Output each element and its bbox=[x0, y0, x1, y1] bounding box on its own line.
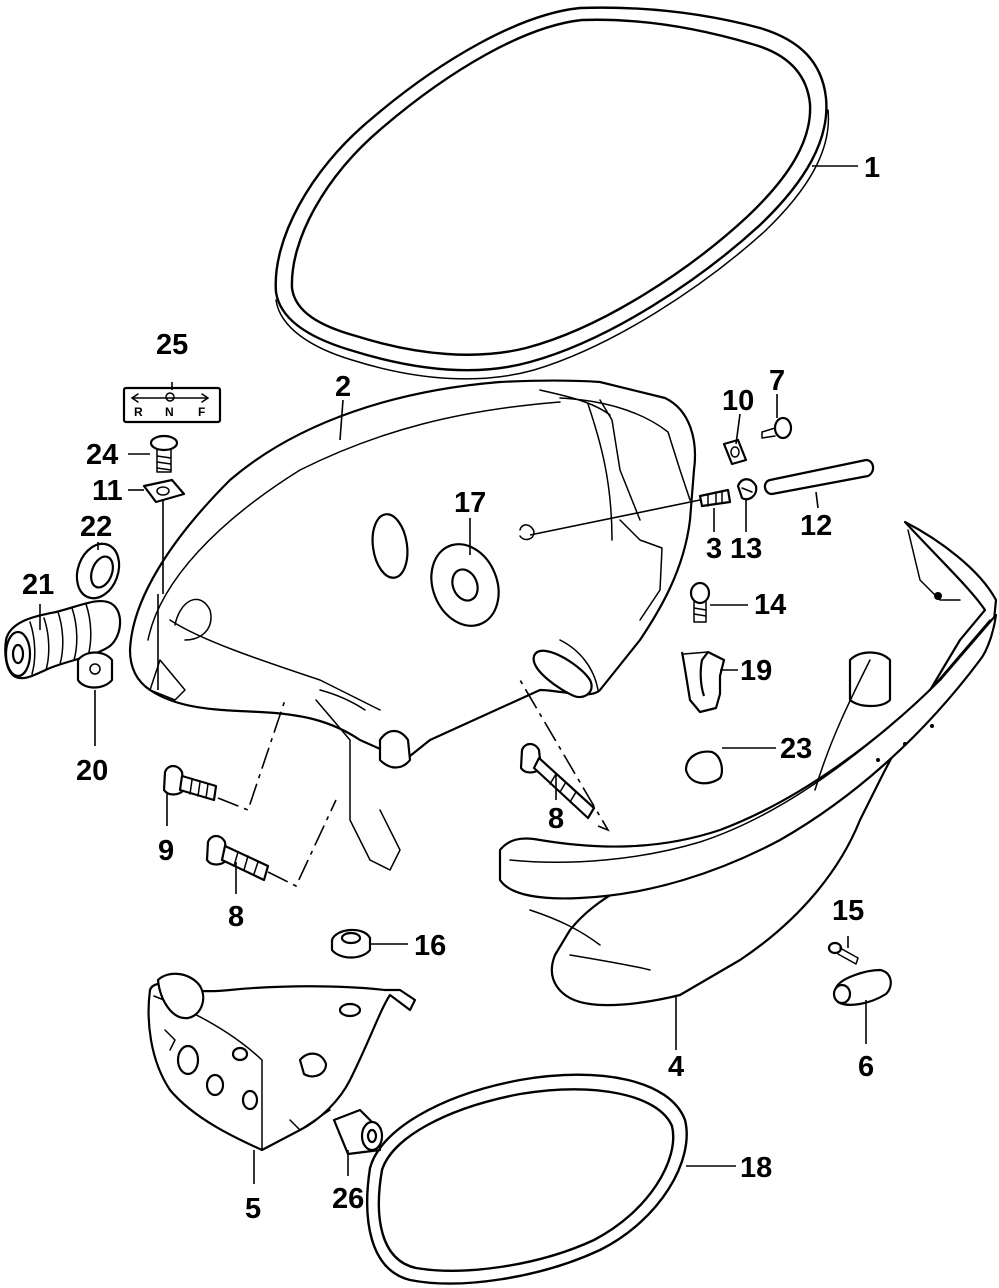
callout-10: 10 bbox=[722, 385, 754, 417]
callout-8-right: 8 bbox=[548, 803, 564, 835]
screw-14 bbox=[689, 581, 711, 623]
grommet-17 bbox=[430, 543, 500, 627]
rod-12 bbox=[763, 458, 875, 496]
screw-24 bbox=[149, 434, 179, 473]
plug-6 bbox=[832, 968, 892, 1006]
callout-5: 5 bbox=[245, 1193, 261, 1225]
decal-r-label: R bbox=[134, 405, 143, 419]
callout-4: 4 bbox=[668, 1051, 684, 1083]
clip-20 bbox=[76, 651, 114, 689]
strap-19 bbox=[680, 650, 726, 714]
lower-cowl bbox=[498, 520, 998, 1007]
callout-16: 16 bbox=[414, 930, 446, 962]
nut-plate-11 bbox=[142, 478, 186, 594]
callout-24: 24 bbox=[86, 439, 118, 471]
callout-6: 6 bbox=[858, 1051, 874, 1083]
upper-cowl bbox=[128, 379, 697, 871]
grommet-22 bbox=[75, 542, 121, 600]
callout-21: 21 bbox=[22, 569, 54, 601]
callout-11: 11 bbox=[92, 475, 123, 507]
bolt-8-right bbox=[519, 679, 610, 832]
bolt-8-left bbox=[205, 799, 337, 888]
callout-18: 18 bbox=[740, 1152, 772, 1184]
cap-23 bbox=[684, 750, 723, 785]
callout-9: 9 bbox=[158, 835, 174, 867]
callout-2: 2 bbox=[335, 371, 351, 403]
callout-13: 13 bbox=[730, 533, 762, 565]
bushing-26 bbox=[332, 1108, 384, 1156]
callout-8-left: 8 bbox=[228, 901, 244, 933]
decal-n-label: N bbox=[165, 405, 174, 419]
grommet-16 bbox=[330, 928, 372, 959]
callout-1: 1 bbox=[864, 152, 880, 184]
screw-15 bbox=[827, 941, 859, 965]
shift-decal: R N F bbox=[122, 386, 222, 424]
callout-26: 26 bbox=[332, 1183, 364, 1215]
callout-labels: 1 2 3 4 5 6 7 8 8 9 10 11 12 13 14 15 16… bbox=[22, 152, 880, 1225]
callout-14: 14 bbox=[754, 589, 786, 621]
callout-15: 15 bbox=[832, 895, 864, 927]
leader-lines bbox=[39, 165, 867, 1184]
pin-3 bbox=[519, 488, 732, 541]
bottom-seal-ring bbox=[366, 1073, 688, 1285]
callout-12: 12 bbox=[800, 510, 832, 542]
callout-22: 22 bbox=[80, 511, 112, 543]
clip-13 bbox=[736, 478, 758, 501]
callout-20: 20 bbox=[76, 755, 108, 787]
nut-10 bbox=[722, 438, 748, 466]
callout-25: 25 bbox=[156, 329, 188, 361]
callout-19: 19 bbox=[740, 655, 772, 687]
callout-17: 17 bbox=[454, 487, 486, 519]
screw-7 bbox=[761, 416, 793, 440]
mounting-bracket bbox=[147, 972, 417, 1152]
bolt-9 bbox=[162, 699, 286, 812]
callout-3: 3 bbox=[706, 533, 722, 565]
top-seal-ring bbox=[274, 6, 830, 380]
decal-f-label: F bbox=[198, 405, 205, 419]
callout-23: 23 bbox=[780, 733, 812, 765]
callout-7: 7 bbox=[769, 365, 785, 397]
